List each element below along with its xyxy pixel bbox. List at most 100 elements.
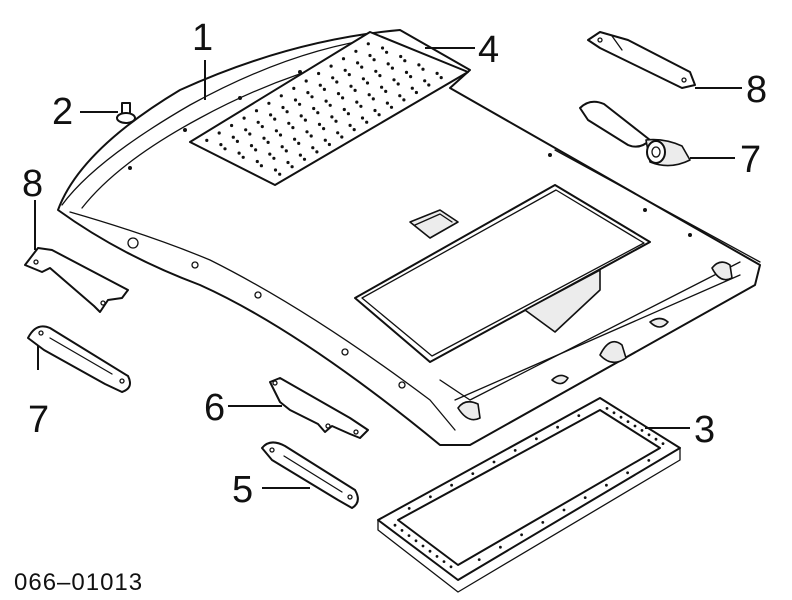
perforation-dot [266, 140, 270, 144]
perforation-dot [322, 127, 326, 131]
perforation-dot [359, 104, 363, 108]
perforation-dot [361, 77, 365, 81]
perforation-dot [327, 142, 331, 147]
perforation-dot [392, 78, 396, 82]
frame-hole [492, 460, 496, 464]
perforation-dot [386, 62, 390, 66]
frame-hole [647, 459, 651, 462]
perforation-dot [409, 75, 413, 79]
perforation-dot [217, 131, 221, 135]
perforation-dot [352, 128, 356, 132]
assist-grip-part-5 [261, 441, 359, 509]
frame-hole [605, 483, 608, 487]
perforation-dot [248, 132, 252, 136]
perforation-dot [355, 100, 359, 104]
perforation-dot [316, 111, 320, 115]
callout-5: 5 [232, 469, 253, 511]
frame-hole [619, 415, 623, 419]
perforation-dot [372, 58, 376, 62]
perforation-dot [336, 131, 340, 135]
perforation-dot [365, 81, 370, 85]
perforation-dot [254, 148, 258, 152]
perforation-dot [368, 53, 372, 58]
perforation-dot [402, 98, 406, 102]
perforation-dot [340, 135, 344, 139]
perforation-dot [303, 118, 307, 122]
perforation-dot [304, 79, 308, 83]
frame-hole [535, 437, 538, 441]
insulator-pad-part-4 [189, 31, 469, 186]
perforation-dot [219, 143, 223, 147]
bracket-part-6 [269, 377, 369, 439]
perforation-dot [255, 159, 259, 164]
perforation-dot [421, 67, 425, 71]
perforation-dot [306, 91, 310, 95]
frame-hole [556, 425, 559, 429]
perforation-dot [331, 76, 335, 80]
perforation-dot [249, 144, 254, 148]
callout-7-left: 7 [28, 399, 49, 441]
callout-6: 6 [204, 387, 225, 429]
perforation-dot [279, 94, 283, 98]
perforation-dot [273, 117, 277, 121]
perforation-dot [398, 94, 402, 98]
perforation-dot [280, 145, 284, 149]
frame-hole [647, 433, 651, 437]
perforation-dot [374, 69, 378, 73]
perforation-dot [317, 71, 321, 76]
perforation-dot [268, 152, 272, 156]
perforation-dot [235, 139, 239, 143]
perforation-dot [299, 114, 303, 118]
perforation-dot [324, 99, 328, 103]
perforation-dot [262, 136, 266, 140]
frame-hole [428, 549, 432, 553]
perforation-dot [269, 113, 273, 117]
leader-lines [34, 47, 742, 489]
perforation-dot [317, 122, 322, 126]
frame-hole [435, 555, 439, 558]
assist-grip-part-7-right [579, 100, 691, 167]
frame-hole [612, 411, 616, 415]
frame-hole [499, 545, 502, 549]
perforation-dot [385, 50, 389, 54]
perforation-dot [281, 105, 285, 110]
perforation-dot [286, 160, 290, 165]
callout-1: 1 [192, 17, 213, 59]
perforation-dot [404, 70, 409, 74]
frame-hole [471, 472, 475, 475]
callout-7-right: 7 [740, 139, 761, 181]
frame-hole [605, 407, 609, 410]
perforation-dot [241, 155, 245, 159]
perforation-dot [237, 151, 241, 155]
perforation-dot [302, 157, 307, 161]
perforation-dot [349, 84, 353, 88]
frame-hole [520, 533, 523, 537]
perforation-dot [360, 116, 365, 120]
frame-hole [477, 558, 481, 561]
perforation-dot [328, 103, 332, 107]
frame-hole [400, 529, 404, 532]
perforation-dot [330, 115, 334, 119]
frame-hole [450, 483, 453, 487]
perforation-dot [377, 113, 381, 117]
perforation-dot [242, 116, 246, 120]
frame-hole [626, 471, 629, 475]
perforation-dot [274, 129, 278, 133]
perforation-dot [423, 79, 427, 83]
perforation-dot [342, 107, 346, 112]
perforation-dot [312, 106, 316, 111]
perforation-dot [348, 123, 352, 127]
perforation-dot [373, 108, 377, 113]
perforation-dot [297, 141, 301, 145]
sunroof-frame-part-3 [377, 397, 681, 593]
perforation-dot [298, 153, 302, 157]
perforation-dot [305, 130, 309, 134]
frame-hole [577, 414, 581, 417]
perforation-dot [334, 119, 338, 123]
perforation-dot [309, 134, 313, 138]
assist-grip-part-7-left [27, 325, 131, 393]
perforation-dot [310, 95, 314, 99]
perforation-dot [244, 128, 248, 132]
clip-part-2 [116, 102, 136, 124]
